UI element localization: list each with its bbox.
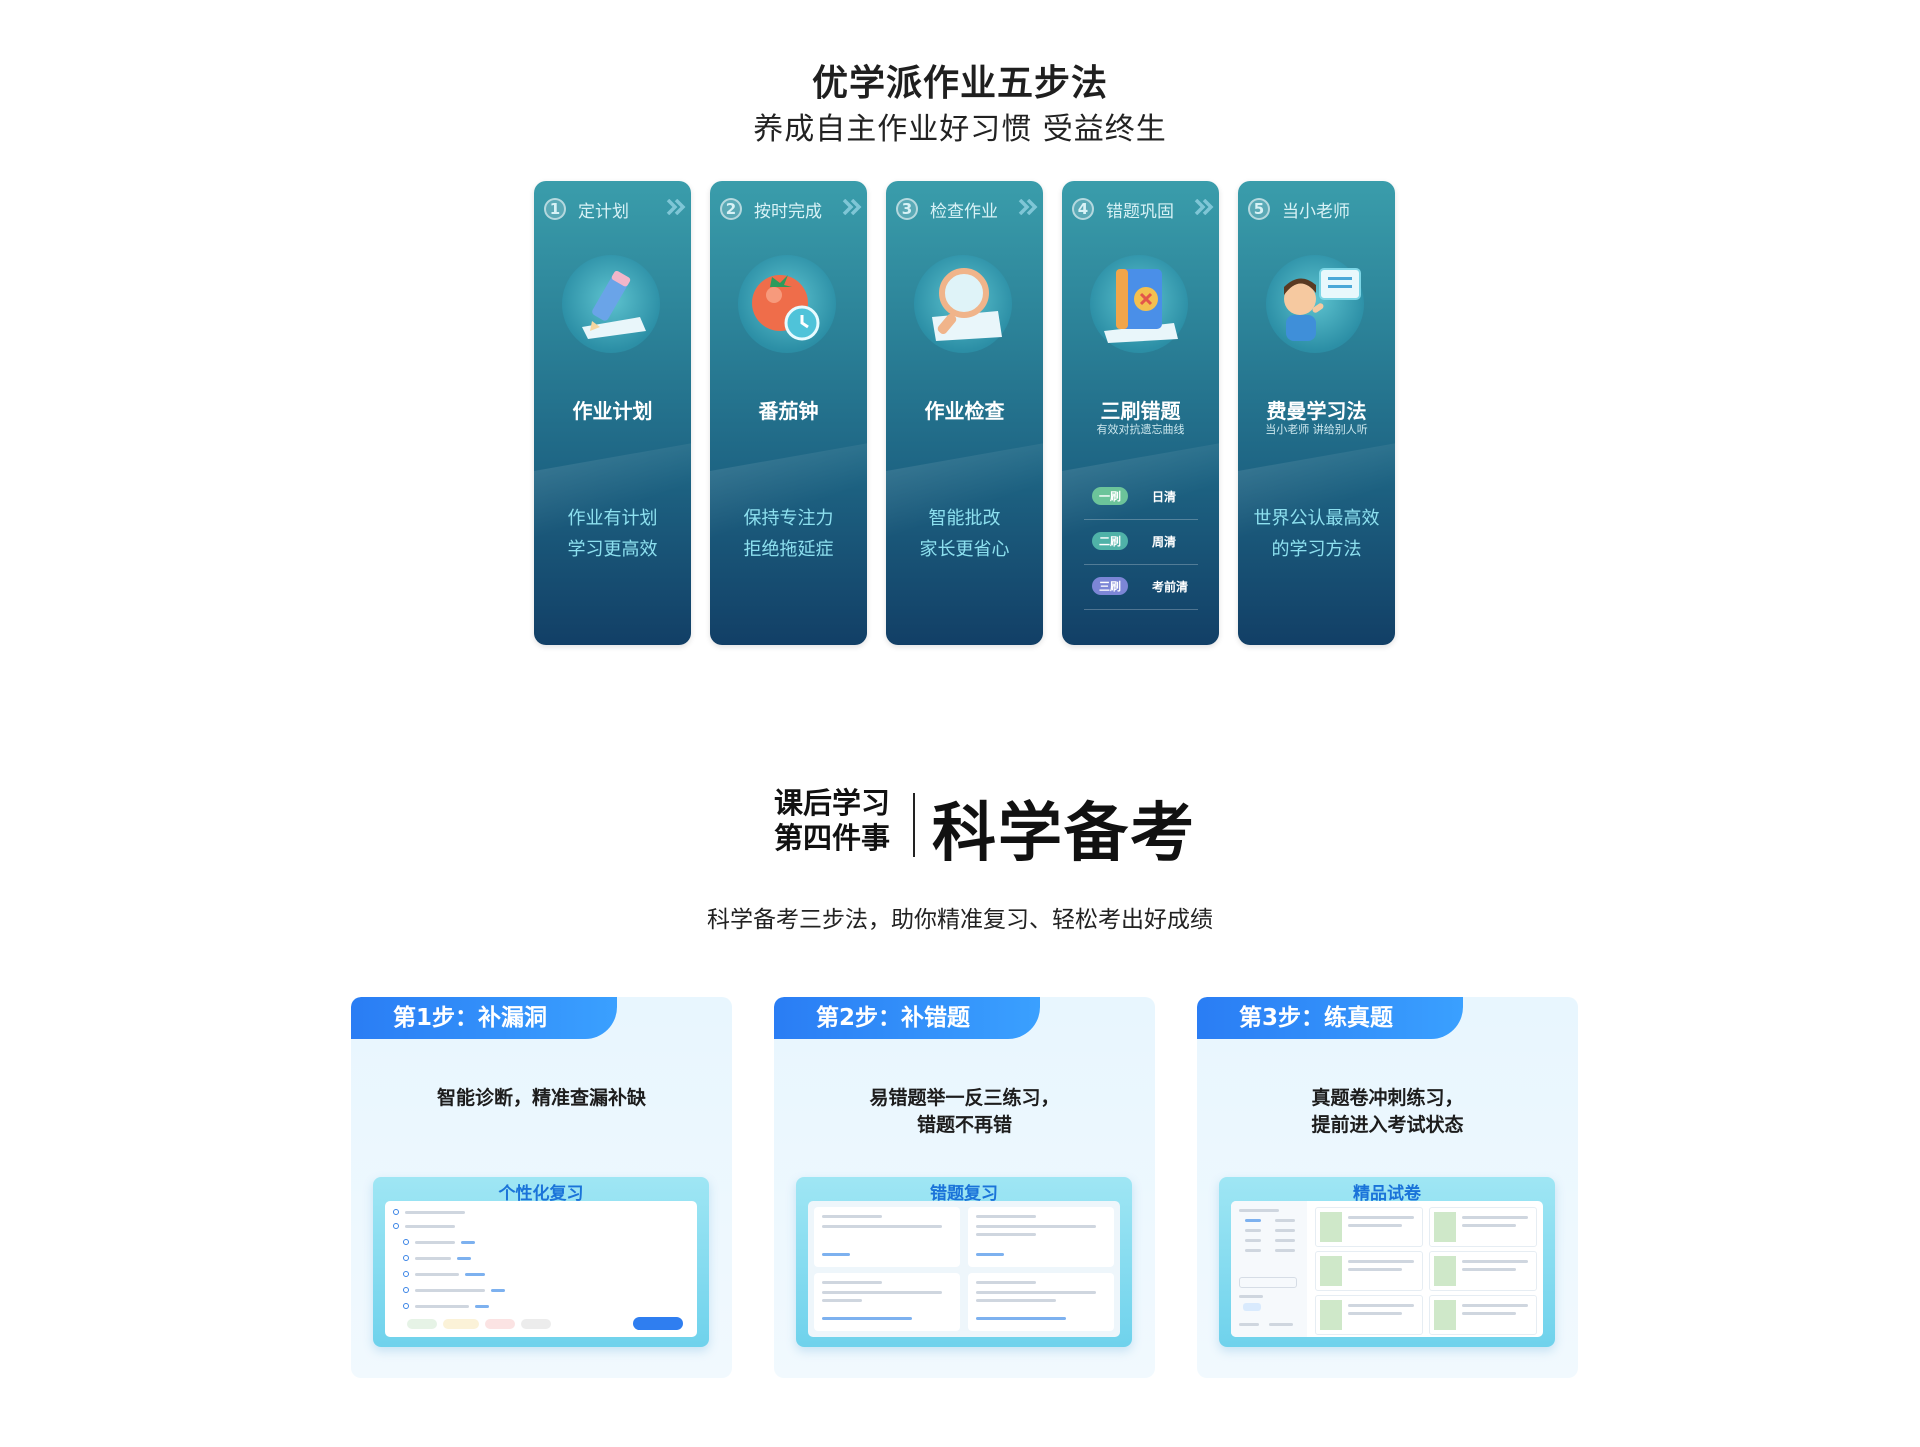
left-label-line: 第四件事 <box>774 821 891 855</box>
step-number: 4 <box>1072 198 1094 220</box>
review-tag: 一刷 <box>1092 487 1128 505</box>
review-row: 二刷 周清 <box>1084 520 1198 565</box>
panel-text-line: 真题卷冲刺练习， <box>1311 1087 1464 1109</box>
tomato-clock-icon <box>738 255 836 353</box>
chevron-double-right-icon <box>1018 199 1038 215</box>
review-period: 周清 <box>1152 535 1177 549</box>
card-name: 三刷错题 <box>1100 399 1181 423</box>
panel-text-line: 错题不再错 <box>916 1114 1012 1136</box>
screenshot-preview: 个性化复习 <box>373 1177 709 1347</box>
step-label: 定计划 <box>578 201 629 222</box>
step-label: 错题巩固 <box>1106 201 1174 222</box>
step-label: 按时完成 <box>754 201 822 222</box>
panel-text: 真题卷冲刺练习， 提前进入考试状态 <box>1197 1085 1578 1139</box>
step-card-5[interactable]: 5 当小老师 费曼学习法 当小老师 讲给别人听 世界公认最高效 的学习方法 <box>1238 181 1395 645</box>
section1-subtitle: 养成自主作业好习惯 受益终生 <box>753 112 1167 147</box>
step-card-4[interactable]: 4 错题巩固 三刷错题 有效对抗遗忘曲线 一刷 日清 二刷 周清 三刷 考前清 <box>1062 181 1219 645</box>
panel-text: 易错题举一反三练习， 错题不再错 <box>774 1085 1155 1139</box>
card-desc-line: 作业有计划 <box>567 508 658 529</box>
chevron-double-right-icon <box>666 199 686 215</box>
card-header: 3 检查作业 <box>896 195 1036 223</box>
card-name: 作业检查 <box>924 399 1005 423</box>
error-book-icon <box>1090 255 1188 353</box>
card-header: 2 按时完成 <box>720 195 860 223</box>
panel-tab: 第2步：补错题 <box>774 997 1040 1039</box>
panel-text-line: 提前进入考试状态 <box>1311 1114 1464 1136</box>
exam-step-panel-3[interactable]: 第3步：练真题 真题卷冲刺练习， 提前进入考试状态 精品试卷 <box>1197 997 1578 1378</box>
panel-text-line: 易错题举一反三练习， <box>869 1087 1060 1109</box>
step-number: 3 <box>896 198 918 220</box>
section2-title: 科学备考 <box>932 797 1196 871</box>
step-card-2[interactable]: 2 按时完成 番茄钟 保持专注力 拒绝拖延症 <box>710 181 867 645</box>
card-header: 4 错题巩固 <box>1072 195 1212 223</box>
panel-text-line: 智能诊断，精准查漏补缺 <box>436 1087 646 1109</box>
chevron-double-right-icon <box>842 199 862 215</box>
card-desc-line: 保持专注力 <box>743 508 834 529</box>
screenshot-content <box>808 1201 1120 1337</box>
card-desc: 作业有计划 学习更高效 <box>534 503 691 565</box>
panel-tab: 第1步：补漏洞 <box>351 997 617 1039</box>
review-rows: 一刷 日清 二刷 周清 三刷 考前清 <box>1084 475 1198 610</box>
card-desc: 智能批改 家长更省心 <box>886 503 1043 565</box>
card-desc: 世界公认最高效 的学习方法 <box>1238 503 1395 565</box>
screenshot-preview: 精品试卷 <box>1219 1177 1555 1347</box>
magnifier-icon <box>914 255 1012 353</box>
step-number: 1 <box>544 198 566 220</box>
panel-tab: 第3步：练真题 <box>1197 997 1463 1039</box>
card-header: 1 定计划 <box>544 195 684 223</box>
exam-step-panel-2[interactable]: 第2步：补错题 易错题举一反三练习， 错题不再错 错题复习 <box>774 997 1155 1378</box>
screenshot-preview: 错题复习 <box>796 1177 1132 1347</box>
screenshot-content <box>1231 1201 1543 1337</box>
screenshot-title: 精品试卷 <box>1353 1184 1421 1204</box>
review-row: 三刷 考前清 <box>1084 565 1198 610</box>
screenshot-title: 错题复习 <box>930 1184 998 1204</box>
card-subname: 有效对抗遗忘曲线 <box>1096 423 1185 436</box>
chevron-double-right-icon <box>1194 199 1214 215</box>
card-desc-line: 拒绝拖延症 <box>743 539 834 560</box>
card-desc-line: 智能批改 <box>928 508 1001 529</box>
screenshot-title: 个性化复习 <box>498 1184 584 1204</box>
card-desc-line: 家长更省心 <box>919 539 1010 560</box>
card-subname: 当小老师 讲给别人听 <box>1265 423 1368 436</box>
screenshot-content <box>385 1201 697 1337</box>
card-name: 作业计划 <box>572 399 653 423</box>
section2-left-label: 课后学习 第四件事 <box>774 786 902 856</box>
left-label-line: 课后学习 <box>774 786 891 820</box>
card-desc: 保持专注力 拒绝拖延症 <box>710 503 867 565</box>
review-row: 一刷 日清 <box>1084 475 1198 520</box>
review-tag: 二刷 <box>1092 532 1128 550</box>
step-number: 5 <box>1248 198 1270 220</box>
review-period: 考前清 <box>1152 580 1189 594</box>
card-name: 番茄钟 <box>758 399 819 423</box>
step-number: 2 <box>720 198 742 220</box>
card-desc-line: 世界公认最高效 <box>1253 508 1380 529</box>
review-period: 日清 <box>1152 490 1177 504</box>
step-card-1[interactable]: 1 定计划 作业计划 作业有计划 学习更高效 <box>534 181 691 645</box>
review-tag: 三刷 <box>1092 577 1128 595</box>
card-name: 费曼学习法 <box>1266 399 1367 423</box>
card-desc-line: 学习更高效 <box>567 539 658 560</box>
section1-title: 优学派作业五步法 <box>811 63 1108 104</box>
exam-step-panel-1[interactable]: 第1步：补漏洞 智能诊断，精准查漏补缺 个性化复习 <box>351 997 732 1378</box>
step-label: 检查作业 <box>930 201 998 222</box>
section2-subtitle: 科学备考三步法，助你精准复习、轻松考出好成绩 <box>707 907 1213 933</box>
card-header: 5 当小老师 <box>1248 195 1388 223</box>
title-divider <box>913 793 915 857</box>
step-label: 当小老师 <box>1282 201 1350 222</box>
panel-text: 智能诊断，精准查漏补缺 <box>351 1085 732 1112</box>
teacher-boy-icon <box>1266 255 1364 353</box>
step-card-3[interactable]: 3 检查作业 作业检查 智能批改 家长更省心 <box>886 181 1043 645</box>
card-desc-line: 的学习方法 <box>1271 539 1362 560</box>
pencil-note-icon <box>562 255 660 353</box>
